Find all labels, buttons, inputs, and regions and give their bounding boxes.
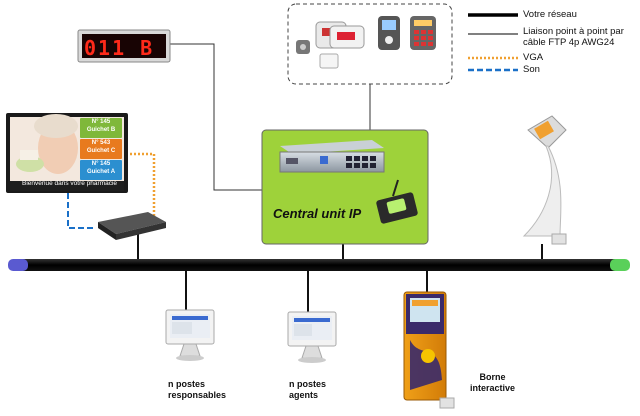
media-player-box bbox=[98, 212, 166, 240]
ticket-1-counter: Guichet B bbox=[86, 127, 116, 133]
small-box-icon bbox=[319, 53, 339, 69]
node-label-responsables: n postes responsables bbox=[168, 379, 226, 401]
node-label-agents: n postes agents bbox=[289, 379, 326, 401]
network-switch-icon bbox=[279, 140, 385, 173]
ticket-printer-2-icon bbox=[329, 25, 365, 49]
node-label-responsables-line-1: n postes bbox=[168, 379, 206, 389]
remote-control-icon bbox=[378, 16, 400, 50]
ticket-3-number: N° 145 bbox=[91, 161, 111, 167]
keypad-icon bbox=[410, 16, 436, 50]
node-label-borne: Borne interactive bbox=[470, 372, 515, 394]
node-label-responsables-line-2: responsables bbox=[168, 390, 227, 400]
sound-link bbox=[67, 193, 96, 229]
legend-ftp-label: Liaison point à point par câble FTP 4p A… bbox=[523, 26, 624, 48]
legend-network-label: Votre réseau bbox=[523, 9, 577, 20]
led-display bbox=[77, 29, 171, 63]
bus-drops bbox=[137, 234, 543, 312]
kiosk-stand bbox=[522, 115, 567, 245]
network-bus bbox=[8, 259, 630, 271]
ftp-links bbox=[170, 43, 371, 191]
screen-caption: Bienvenue dans votre pharmacie bbox=[22, 180, 118, 187]
node-label-borne-line-2: interactive bbox=[470, 383, 516, 393]
ticket-1: N° 145 Guichet B bbox=[80, 118, 122, 138]
central-unit bbox=[261, 129, 429, 245]
ticket-2: N° 543 Guichet C bbox=[80, 139, 122, 159]
legend-symbols bbox=[468, 13, 518, 72]
ticket-1-number: N° 145 bbox=[91, 119, 111, 125]
ticket-3-counter: Guichet A bbox=[86, 169, 116, 175]
workstation-monitor-responsables bbox=[165, 309, 215, 361]
led-display-text: 011 B bbox=[84, 36, 155, 60]
ticket-2-number: N° 543 bbox=[91, 140, 111, 146]
peripheral-devices bbox=[287, 3, 453, 85]
wall-button-icon bbox=[296, 40, 310, 54]
node-label-borne-line-1: Borne bbox=[479, 372, 506, 382]
legend-ftp-line-2: câble FTP 4p AWG24 bbox=[523, 37, 615, 48]
interactive-kiosk bbox=[403, 291, 455, 409]
ip-module-icon bbox=[376, 179, 418, 224]
vga-link bbox=[126, 152, 156, 219]
node-label-agents-line-1: n postes bbox=[289, 379, 327, 389]
legend-vga-label: VGA bbox=[523, 52, 544, 63]
node-label-agents-line-2: agents bbox=[289, 390, 319, 400]
central-unit-label: Central unit IP bbox=[273, 206, 362, 221]
workstation-monitor-agents bbox=[287, 311, 337, 363]
ticket-2-counter: Guichet C bbox=[86, 148, 116, 154]
legend-sound-label: Son bbox=[523, 64, 540, 75]
face-photo bbox=[16, 114, 78, 174]
ticket-3: N° 145 Guichet A bbox=[80, 160, 122, 180]
legend-ftp-line-1: Liaison point à point par bbox=[523, 26, 624, 37]
